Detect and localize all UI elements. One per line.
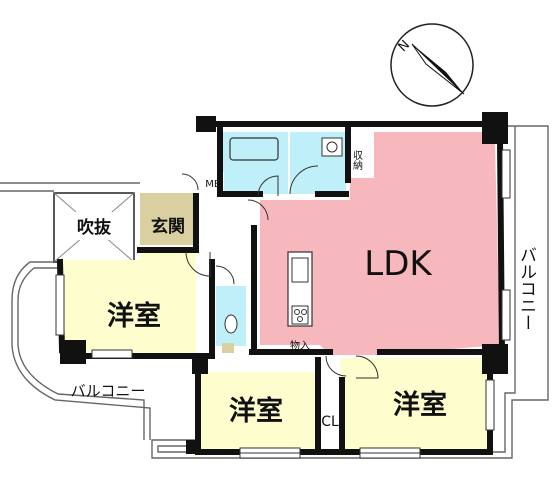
- ldk-room: [260, 132, 500, 355]
- balcony-label-left: バルコニー: [71, 382, 146, 400]
- room-label-meter-box: MB: [205, 179, 221, 190]
- door-swings: [181, 165, 379, 379]
- room-label-western-bottom: 洋室: [229, 395, 283, 427]
- bathtub: [229, 137, 279, 161]
- western-room-right: [340, 358, 488, 450]
- columns: [60, 112, 508, 454]
- storage-area: [348, 132, 374, 178]
- compass: N: [390, 23, 474, 107]
- western-room-bottom: [200, 372, 318, 450]
- toilet-bowl: [224, 314, 238, 334]
- balcony-outlines: [0, 125, 549, 459]
- washbasin: [321, 137, 343, 157]
- room-label-storage: 収納: [351, 150, 363, 171]
- kitchen-sink: [291, 257, 309, 283]
- windows: [55, 149, 511, 459]
- balcony-label-right: バルコニー: [516, 246, 536, 331]
- western-room-left: [62, 252, 212, 355]
- entrance-area: [140, 193, 196, 245]
- stove: [291, 305, 309, 325]
- room-label-atrium: 吹抜: [77, 217, 112, 238]
- room-label-closet: CL: [321, 414, 339, 430]
- room-label-entrance: 玄関: [151, 216, 185, 237]
- room-label-western-left: 洋室: [107, 300, 161, 332]
- room-label-ldk: LDK: [364, 244, 433, 284]
- atrium: [53, 192, 135, 263]
- room-label-storage-bottom: 物入: [290, 339, 310, 352]
- room-label-western-right: 洋室: [393, 389, 447, 421]
- closet-area: [320, 388, 340, 450]
- toilet-storage: [222, 343, 234, 353]
